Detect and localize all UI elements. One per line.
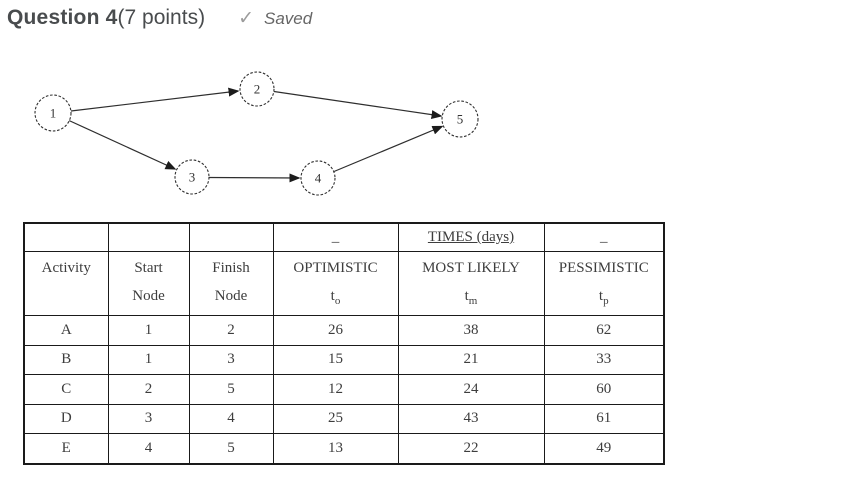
col-header-most-likely: MOST LIKELY tm [397,251,545,316]
node-3: 3 [174,159,210,195]
cell-pessimistic: 49 [543,433,665,464]
edge-2-5 [273,90,443,120]
cell-pessimistic: 62 [543,315,665,346]
cell-finish-node: 2 [188,315,274,346]
cell-activity: C [23,374,109,405]
cell-pessimistic: 61 [543,403,665,434]
cell-pessimistic: 60 [543,374,665,405]
cell-most-likely: 38 [397,315,545,346]
col-header-pessimistic-label: PESSIMISTIC [558,260,649,276]
cell-optimistic: 26 [272,315,399,346]
edge-4-5 [333,125,444,173]
cell-optimistic: 13 [272,433,399,464]
node-5-label: 5 [457,112,464,127]
node-1: 1 [34,94,72,132]
table-top-header-row: _ TIMES (days) _ [23,222,665,252]
cell-most-likely: 24 [397,374,545,405]
col-header-start-line1: Start [134,260,163,276]
checkmark-icon: ✓ [238,8,254,29]
saved-label: Saved [264,9,313,28]
cell-optimistic: 15 [272,344,399,375]
table-row-E: E 4 5 13 22 49 [23,433,665,464]
node-4-circle [300,160,336,196]
cell-pessimistic: 33 [543,344,665,375]
dash-cell: _ [272,222,399,252]
node-3-label: 3 [189,170,196,185]
empty-cell [23,222,109,252]
saved-indicator: ✓ Saved [238,7,312,30]
node-2-circle [239,71,275,107]
cell-finish-node: 5 [188,433,274,464]
cell-most-likely: 43 [397,403,545,434]
table-row-D: D 3 4 25 43 61 [23,403,665,434]
cell-activity: B [23,344,109,375]
node-1-circle [34,94,72,132]
node-5: 5 [441,100,479,138]
col-header-start-line2: Node [132,288,165,304]
symbol-t-m: tm [464,288,478,307]
empty-cell [107,222,190,252]
network-diagram-svg: 1 2 3 4 5 [34,71,479,196]
empty-cell [188,222,274,252]
col-header-pessimistic: PESSIMISTIC tp [543,251,665,316]
cell-activity: D [23,403,109,434]
col-header-finish-line2: Node [214,288,248,304]
cell-activity: A [23,315,109,346]
node-1-label: 1 [50,106,57,121]
symbol-t-o: to [330,288,341,307]
table-row-A: A 1 2 26 38 62 [23,315,665,346]
table-row-C: C 2 5 12 24 60 [23,374,665,405]
node-3-circle [174,159,210,195]
edge-3-4 [208,173,301,183]
symbol-t-p: tp [598,288,609,307]
node-4-label: 4 [315,171,322,186]
cell-finish-node: 4 [188,403,274,434]
node-5-circle [441,100,479,138]
cell-finish-node: 3 [188,344,274,375]
question-points: (7 points) [117,6,206,29]
question-header: Question 4 (7 points) ✓ Saved [7,6,312,30]
node-4: 4 [300,160,336,196]
cell-start-node: 3 [107,403,190,434]
question-title: Question 4 [7,6,118,29]
cell-start-node: 2 [107,374,190,405]
cell-start-node: 1 [107,344,190,375]
edge-1-3 [68,119,177,170]
col-header-optimistic: OPTIMISTIC to [272,251,399,316]
times-days-label: TIMES (days) [427,229,515,245]
cell-optimistic: 25 [272,403,399,434]
node-2: 2 [239,71,275,107]
edge-1-2 [70,87,240,112]
cell-optimistic: 12 [272,374,399,405]
col-header-activity: Activity [23,251,109,316]
col-header-finish-line1: Finish [212,260,250,276]
network-diagram: 1 2 3 4 5 [20,55,510,205]
cell-activity: E [23,433,109,464]
col-header-most-likely-label: MOST LIKELY [422,260,520,276]
cell-finish-node: 5 [188,374,274,405]
cell-start-node: 4 [107,433,190,464]
col-header-optimistic-label: OPTIMISTIC [293,260,378,276]
dash-cell: _ [543,222,665,252]
table-row-B: B 1 3 15 21 33 [23,344,665,375]
cell-most-likely: 22 [397,433,545,464]
times-days-cell: TIMES (days) [397,222,545,252]
node-2-label: 2 [254,82,261,97]
col-header-activity-label: Activity [41,260,91,276]
cell-start-node: 1 [107,315,190,346]
cell-most-likely: 21 [397,344,545,375]
